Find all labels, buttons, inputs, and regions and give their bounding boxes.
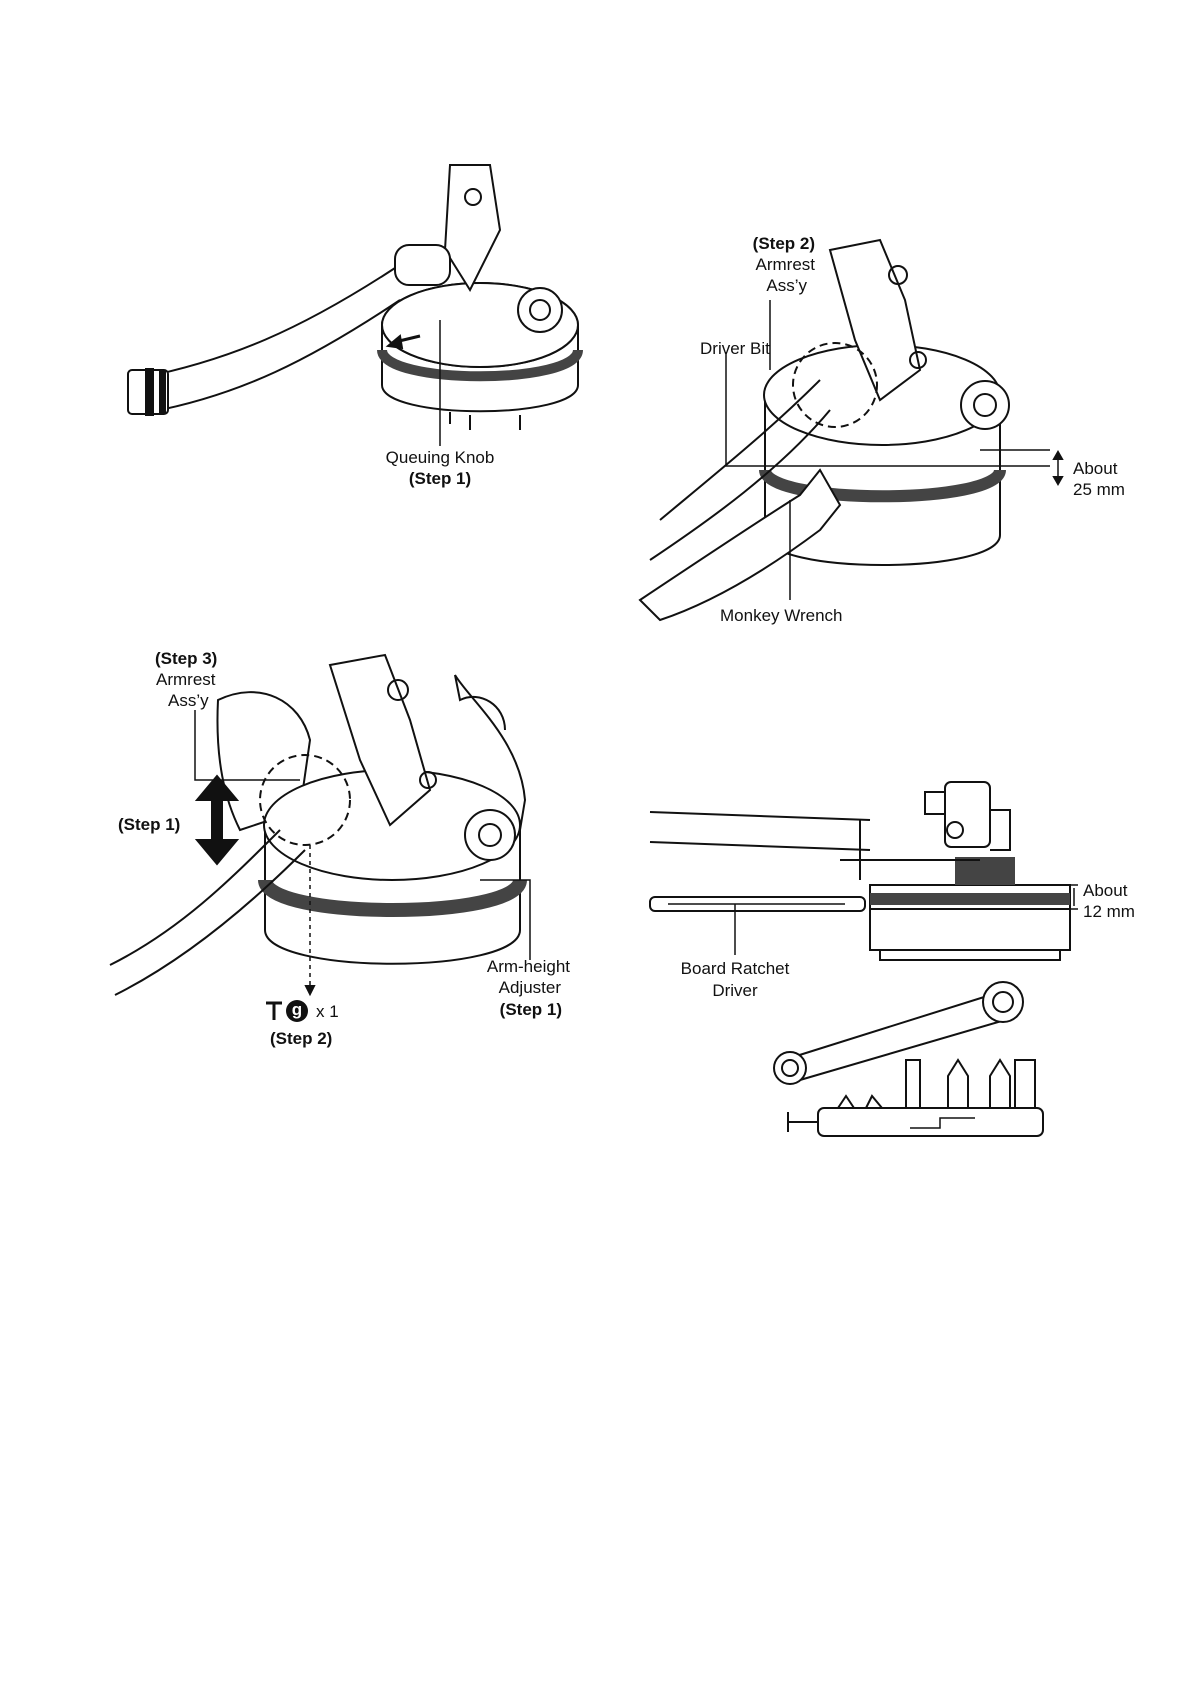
distance-25mm-label: 25 mm	[1073, 479, 1125, 500]
arm-height-label: Arm-height	[470, 956, 570, 977]
monkey-wrench-label: Monkey Wrench	[720, 605, 843, 626]
assy-label: Ass’y	[705, 275, 807, 296]
queuing-knob-label: Queuing Knob	[370, 447, 510, 468]
screw-quantity-label: x 1	[316, 1001, 339, 1022]
assy-label: Ass’y	[168, 690, 209, 711]
step2-label: (Step 2)	[270, 1028, 332, 1049]
step1-arrow-label: (Step 1)	[118, 814, 180, 835]
driver-label: Driver	[665, 980, 805, 1001]
distance-12mm-label: 12 mm	[1083, 901, 1135, 922]
step2-label: (Step 2)	[705, 233, 815, 254]
board-ratchet-label: Board Ratchet	[665, 958, 805, 979]
driver-bit-label: Driver Bit	[700, 338, 770, 359]
about-label: About	[1083, 880, 1127, 901]
about-label: About	[1073, 458, 1117, 479]
figure-2-armrest-wrench	[640, 240, 1062, 620]
step1-label: (Step 1)	[370, 468, 510, 489]
step3-label: (Step 3)	[155, 648, 217, 669]
armrest-label: Armrest	[156, 669, 216, 690]
armrest-label: Armrest	[705, 254, 815, 275]
figure-1-tonearm-base	[128, 165, 578, 446]
step1-adjuster-label: (Step 1)	[470, 999, 562, 1020]
adjuster-label: Adjuster	[470, 977, 561, 998]
screw-badge: g	[286, 1000, 308, 1022]
